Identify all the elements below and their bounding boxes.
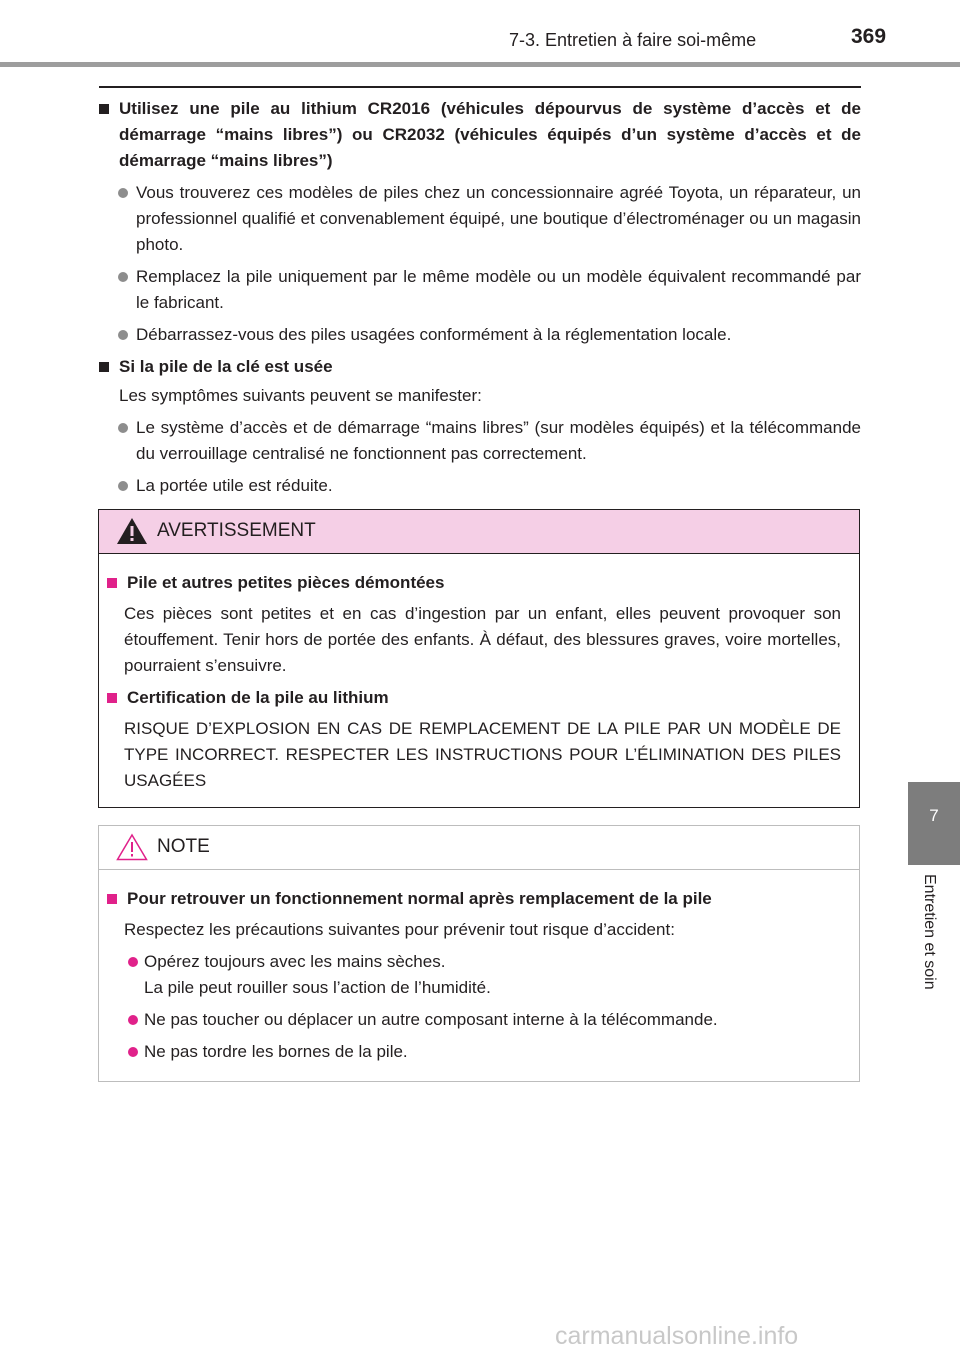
section-heading-battery-type: Utilisez une pile au lithium CR2016 (véh… [99,96,861,174]
list-item-subtext: La pile peut rouiller sous l’action de l… [144,978,491,997]
round-bullet-icon [128,1047,138,1057]
round-bullet-icon [118,481,128,491]
note-title: NOTE [157,836,210,857]
warning-text: RISQUE D’EXPLOSION EN CAS DE REMPLACEMEN… [124,719,841,790]
square-bullet-icon [107,894,117,904]
warning-title: AVERTISSEMENT [157,520,316,541]
note-triangle-icon [116,833,148,861]
round-bullet-icon [128,957,138,967]
list-item: Vous trouverez ces modèles de piles chez… [99,180,861,258]
list-item-text: Le système d’accès et de démarrage “main… [136,418,861,463]
list-item-text: La portée utile est réduite. [136,476,333,495]
list-item-text: Débarrassez-vous des piles usagées confo… [136,325,732,344]
heading-text: Utilisez une pile au lithium CR2016 (véh… [119,99,861,170]
heading-text: Pour retrouver un fonctionnement normal … [127,889,712,908]
note-header: NOTE [99,826,859,870]
heading-text: Certification de la pile au lithium [127,688,389,707]
round-bullet-icon [118,188,128,198]
note-heading: Pour retrouver un fonctionnement normal … [107,886,841,912]
list-item: Ne pas tordre les bornes de la pile. [107,1039,841,1065]
list-item: Remplacez la pile uniquement par le même… [99,264,861,316]
list-item: Ne pas toucher ou déplacer un autre comp… [107,1007,841,1033]
round-bullet-icon [118,330,128,340]
page-header: 7-3. Entretien à faire soi-même 369 [0,0,960,70]
note-intro: Respectez les précautions suivantes pour… [124,920,675,939]
list-item: Débarrassez-vous des piles usagées confo… [99,322,861,348]
round-bullet-icon [118,272,128,282]
chapter-title: Entretien et soin [921,874,938,990]
page-number: 369 [851,25,887,48]
square-bullet-icon [99,104,109,114]
square-bullet-icon [107,578,117,588]
warning-triangle-icon [117,518,147,544]
chapter-tab[interactable]: 7 [908,782,960,865]
round-bullet-icon [118,423,128,433]
content-divider [99,86,861,88]
watermark: carmanualsonline.info [555,1322,799,1350]
list-item-text: Ne pas tordre les bornes de la pile. [144,1042,408,1061]
list-item-text: Vous trouverez ces modèles de piles chez… [136,183,861,254]
main-content: Utilisez une pile au lithium CR2016 (véh… [99,96,861,499]
note-body: Pour retrouver un fonctionnement normal … [99,870,859,1065]
list-item-text: Remplacez la pile uniquement par le même… [136,267,861,312]
header-divider [0,62,960,67]
warning-heading-lithium: Certification de la pile au lithium [107,685,841,711]
heading-text: Pile et autres petites pièces démontées [127,573,445,592]
list-item: Le système d’accès et de démarrage “main… [99,415,861,467]
list-item: La portée utile est réduite. [99,473,861,499]
warning-text: Ces pièces sont petites et en cas d’inge… [124,604,841,675]
section-title: 7-3. Entretien à faire soi-même [509,30,757,50]
list-item-text: Opérez toujours avec les mains sèches. [144,952,446,971]
list-item: Opérez toujours avec les mains sèches. L… [107,949,841,1001]
square-bullet-icon [107,693,117,703]
list-item-text: Ne pas toucher ou déplacer un autre comp… [144,1010,718,1029]
square-bullet-icon [99,362,109,372]
round-bullet-icon [128,1015,138,1025]
warning-heading-small-parts: Pile et autres petites pièces démontées [107,570,841,596]
warning-box: AVERTISSEMENT Pile et autres petites piè… [98,509,860,808]
heading-text: Si la pile de la clé est usée [119,357,333,376]
section-intro: Les symptômes suivants peuvent se manife… [119,386,482,405]
warning-body: Pile et autres petites pièces démontées … [99,554,859,794]
section-heading-battery-worn: Si la pile de la clé est usée [99,354,861,380]
warning-header: AVERTISSEMENT [99,510,859,554]
note-box: NOTE Pour retrouver un fonctionnement no… [98,825,860,1082]
chapter-number: 7 [929,806,939,825]
